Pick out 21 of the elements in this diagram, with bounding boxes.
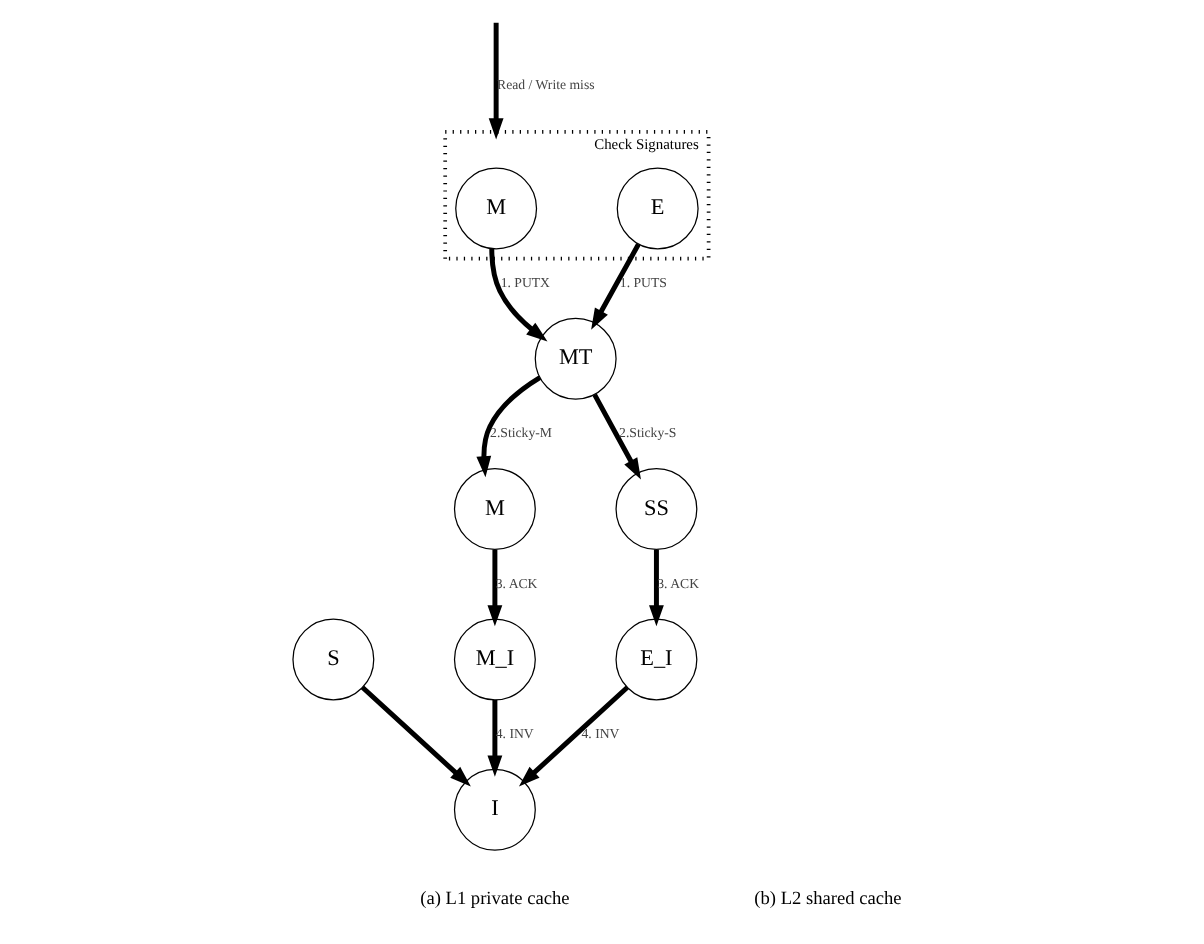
arrow: [475, 375, 541, 478]
arrow: [590, 243, 640, 330]
arrow: [488, 248, 547, 342]
arrow: [486, 549, 502, 627]
node-circle: I: [452, 768, 535, 851]
node-circle: M: [452, 468, 535, 551]
node-circle: E_I: [614, 618, 697, 701]
arrow: [486, 699, 502, 777]
arrow: [487, 22, 503, 140]
label: (a) L1 private cache: [419, 890, 569, 911]
node-circle: E: [615, 167, 698, 250]
node-circle: M: [454, 167, 537, 250]
label: (b) L2 shared cache: [753, 890, 901, 911]
arrow: [517, 685, 628, 787]
node-circle: MT: [533, 317, 616, 400]
arrow: [359, 685, 470, 787]
node-circle: SS: [614, 468, 697, 551]
arrow: [648, 549, 663, 627]
arrow: [591, 393, 640, 480]
node-circle: S: [291, 618, 374, 701]
node-circle: M_I: [452, 618, 535, 701]
